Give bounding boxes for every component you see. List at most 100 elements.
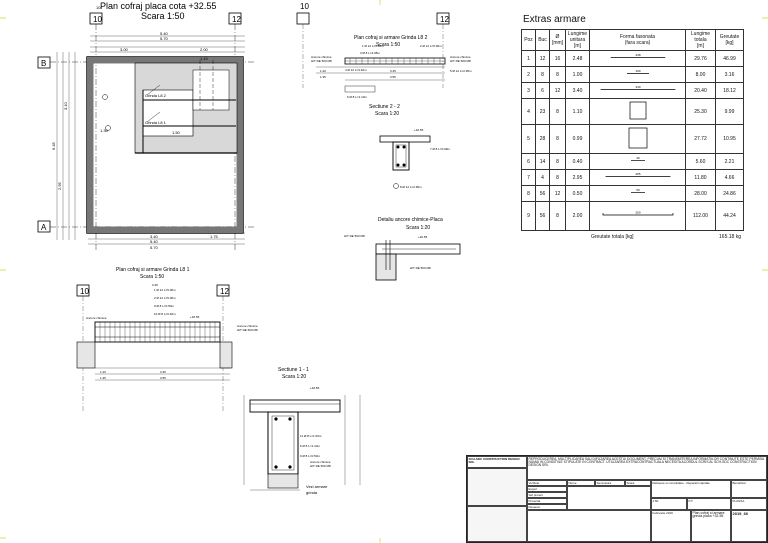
- shape-length: 40: [636, 156, 640, 160]
- cell-poz: 9: [521, 201, 536, 231]
- cell-lu: 2.48: [565, 50, 590, 67]
- shape-length: 100: [635, 69, 640, 73]
- row-label: Expert: [527, 486, 567, 492]
- cell-lt: 8.00: [685, 66, 716, 83]
- scale-cell: 1:50: [651, 498, 687, 510]
- anchor-note: HIT RE 500 M8: [237, 328, 258, 332]
- signatures-area: [567, 486, 651, 510]
- cell-gr: 3.16: [715, 66, 744, 83]
- section2-scale: Scara 1:20: [375, 111, 399, 117]
- cell-buc: 23: [535, 98, 550, 125]
- cell-lt: 112.00: [685, 201, 716, 231]
- dim-label: 3.55: [160, 376, 166, 380]
- beam-label: Grinda L8 2: [145, 93, 167, 98]
- main-plan-scale: Scara 1:50: [141, 11, 185, 21]
- cell-buc: 56: [535, 201, 550, 231]
- bar-mark: 3 Ø 8 L=2.95m: [360, 51, 380, 55]
- dim-label: 3.45: [152, 283, 158, 287]
- bar-line: [602, 213, 673, 216]
- section1-scale: Scara 1:20: [282, 374, 306, 380]
- dim-label: 1.35: [100, 128, 109, 133]
- col-unit-length: Lungime unitara[m]: [565, 29, 590, 51]
- cell-gr: 10.95: [715, 124, 744, 154]
- col-label: Nume: [567, 480, 595, 486]
- bar-shape-drawing: 248: [610, 53, 665, 58]
- bar-shape: 340: [589, 82, 686, 99]
- date-cell: Februarie 2019: [651, 510, 691, 542]
- cell-buc: 12: [535, 50, 550, 67]
- cell-d: 8: [549, 153, 566, 170]
- schedule-title: Extras armare: [523, 14, 586, 25]
- dim-label: 3.40: [150, 234, 159, 239]
- row-label: Sef proiect: [527, 492, 567, 498]
- axis-label: 12: [232, 15, 241, 24]
- dim-label: 1.20: [100, 370, 106, 374]
- bar-shape: 248: [589, 50, 686, 67]
- row-label: Proiectat: [527, 498, 567, 504]
- beam-l81: [76, 284, 233, 412]
- cell-d: 8: [549, 98, 566, 125]
- anchor-note: HIT RE 500 M8: [310, 464, 331, 468]
- dim-label: 3.45: [390, 69, 396, 73]
- beam-label: Grinda L8 1: [145, 120, 167, 125]
- designer-logo: SCH-SDC CONSTRUCTION DESIGN SRL: [467, 456, 527, 468]
- dim-label: 3.10: [63, 101, 68, 110]
- cell-buc: 4: [535, 169, 550, 186]
- bar-shape: 50: [589, 185, 686, 202]
- bar-shape: 295: [589, 169, 686, 186]
- anchor-note: HIT RE 500 M8: [344, 234, 365, 238]
- total-weight-label: Greutate totala [kg]: [591, 234, 634, 240]
- cell-d: 8: [549, 66, 566, 83]
- bar-shape: [589, 124, 686, 154]
- row-label: Desenat: [527, 504, 567, 510]
- shape-length: 295: [635, 172, 640, 176]
- cell-poz: 8: [521, 185, 536, 202]
- table-header-row: Poz Buc Ø[mm] Lungime unitara[m] Forma f…: [521, 29, 744, 51]
- cell-buc: 56: [535, 185, 550, 202]
- cell-d: 8: [549, 169, 566, 186]
- bar-mark: 4 Ø 12 L=3.40m: [345, 68, 367, 72]
- rebar-table: Poz Buc Ø[mm] Lungime unitara[m] Forma f…: [521, 29, 744, 231]
- bar-mark: 10 Ø 8 L=0.40m: [154, 312, 176, 316]
- axis-label: B: [41, 59, 46, 68]
- dim-label: 2.95: [57, 181, 62, 190]
- bar-shape-drawing: 40: [630, 156, 645, 161]
- plansa-label: PLANSA: [731, 498, 767, 510]
- section2-title: Sectiune 2 - 2: [369, 104, 400, 110]
- cell-lt: 20.40: [685, 82, 716, 99]
- shape-length: 248: [635, 53, 640, 57]
- dim-label: 3.00: [120, 47, 129, 52]
- col-shape: Forma fasonata(fara scara): [589, 29, 686, 51]
- bar-mark: 8 Ø 12 L=2.95m: [400, 185, 422, 189]
- bar-shape-drawing: 295: [605, 172, 670, 177]
- axis-label: A: [41, 223, 47, 232]
- cell-buc: 14: [535, 153, 550, 170]
- bar-shape-drawing: [629, 101, 646, 120]
- beneficiar: Beneficiar: [731, 480, 767, 498]
- beam-l81-title: Plan cofraj si armare Grinda L8 1: [116, 267, 190, 273]
- dim-label: 5.70: [160, 36, 169, 41]
- dim-label: 5.40: [150, 239, 159, 244]
- main-plan-title: Plan cofraj placa cota +32.55: [100, 1, 216, 11]
- cell-buc: 8: [535, 66, 550, 83]
- cell-d: 16: [549, 50, 566, 67]
- cell-gr: 46.99: [715, 50, 744, 67]
- cell-d: 8: [549, 124, 566, 154]
- cell-d: 8: [549, 201, 566, 231]
- beam-l82-title: Plan cofraj si armare Grinda L8 2: [354, 35, 428, 41]
- cell-poz: 7: [521, 169, 536, 186]
- anchor-note: HIT RE 500 M8: [450, 59, 471, 63]
- phase-cell: P.T.: [687, 498, 731, 510]
- cell-lt: 11.80: [685, 169, 716, 186]
- cell-lt: 25.30: [685, 98, 716, 125]
- elevation-label: +32.55: [418, 235, 428, 239]
- cell-lu: 1.00: [565, 66, 590, 83]
- cell-lu: 0.99: [565, 124, 590, 154]
- bar-mark: 2 Ø 12 L=5.00m: [420, 44, 442, 48]
- bar-mark: 6 Ø 8 L=1.10m: [300, 444, 320, 448]
- dim-label: 1.35: [100, 376, 106, 380]
